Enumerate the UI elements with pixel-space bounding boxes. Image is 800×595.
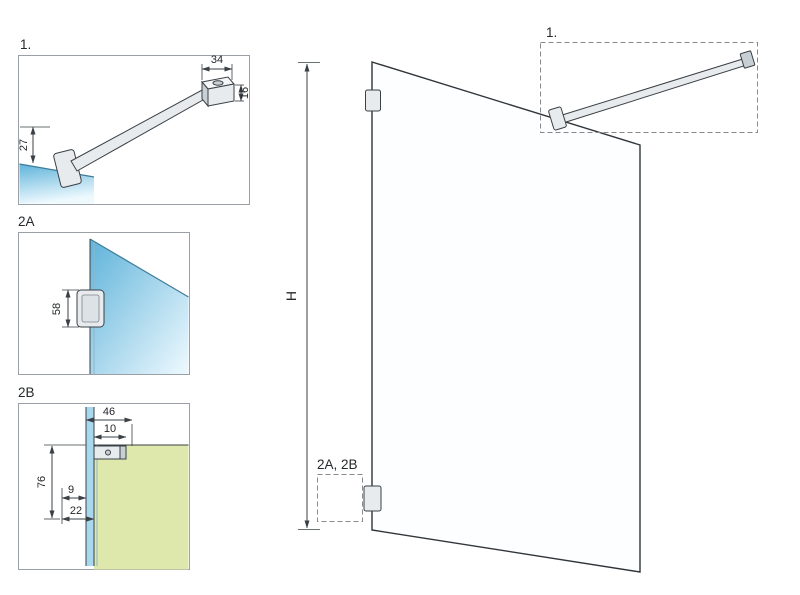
dim-22-text: 22 bbox=[70, 505, 82, 517]
dim-76-text: 76 bbox=[36, 476, 48, 488]
bracket-plan-endcap bbox=[119, 445, 127, 460]
callout-detail-1: 1. bbox=[540, 25, 758, 133]
dimension-total-depth: 46 bbox=[85, 406, 133, 446]
detail-2b-label: 2B bbox=[18, 385, 35, 400]
bracket-screw bbox=[212, 80, 224, 86]
top-wall-clamp bbox=[365, 89, 381, 112]
dim-10-text: 10 bbox=[104, 423, 116, 435]
callout-1-box bbox=[540, 42, 758, 133]
dim-9-text: 9 bbox=[68, 484, 74, 496]
glass-panel-main bbox=[371, 61, 641, 573]
detail-1: 1. 34 16 27 bbox=[18, 37, 251, 205]
dimension-overall-height: H bbox=[283, 62, 320, 530]
dimension-bar-width: 34 bbox=[201, 54, 233, 80]
dim-H-text: H bbox=[283, 291, 299, 301]
glass-panel-2a bbox=[90, 239, 189, 374]
dimension-bar-height: 16 bbox=[235, 84, 251, 102]
dim-34-text: 34 bbox=[211, 54, 223, 66]
dim-16-text: 16 bbox=[239, 87, 251, 99]
detail-1-label: 1. bbox=[20, 37, 31, 52]
edge-bracket-inner bbox=[81, 294, 100, 323]
detail-2a-label: 2A bbox=[18, 214, 35, 229]
callout-2-label: 2A, 2B bbox=[317, 457, 358, 472]
wall-bracket-side bbox=[201, 80, 209, 108]
bar-glass-bracket bbox=[548, 106, 567, 131]
callout-2-box bbox=[317, 474, 363, 522]
dim-27-text: 27 bbox=[18, 139, 30, 151]
bottom-wall-clamp bbox=[363, 485, 382, 512]
callout-1-label: 1. bbox=[546, 25, 557, 40]
detail-2b: 2B 46 10 76 bbox=[18, 385, 190, 570]
dimension-profile-height: 76 bbox=[36, 444, 86, 520]
dimension-profile-depth: 22 bbox=[61, 505, 95, 522]
main-elevation: H 1. 2A, 2B bbox=[283, 25, 758, 573]
bracket-plan-screw bbox=[105, 449, 111, 456]
callout-detail-2: 2A, 2B bbox=[317, 457, 363, 522]
dimension-bracket-depth: 10 bbox=[93, 423, 127, 440]
shower-floor bbox=[94, 445, 189, 570]
detail-2a: 2A 58 bbox=[18, 214, 190, 375]
support-bar-main bbox=[558, 57, 751, 124]
dimension-bracket-height: 58 bbox=[51, 289, 79, 328]
dim-46-text: 46 bbox=[103, 406, 115, 418]
glass-top-edge-2a bbox=[89, 238, 189, 298]
bar-wall-anchor bbox=[739, 50, 756, 69]
glass-strip-plan bbox=[86, 407, 94, 566]
dimension-clamp-height: 27 bbox=[18, 126, 50, 164]
dim-58-text: 58 bbox=[51, 303, 63, 315]
